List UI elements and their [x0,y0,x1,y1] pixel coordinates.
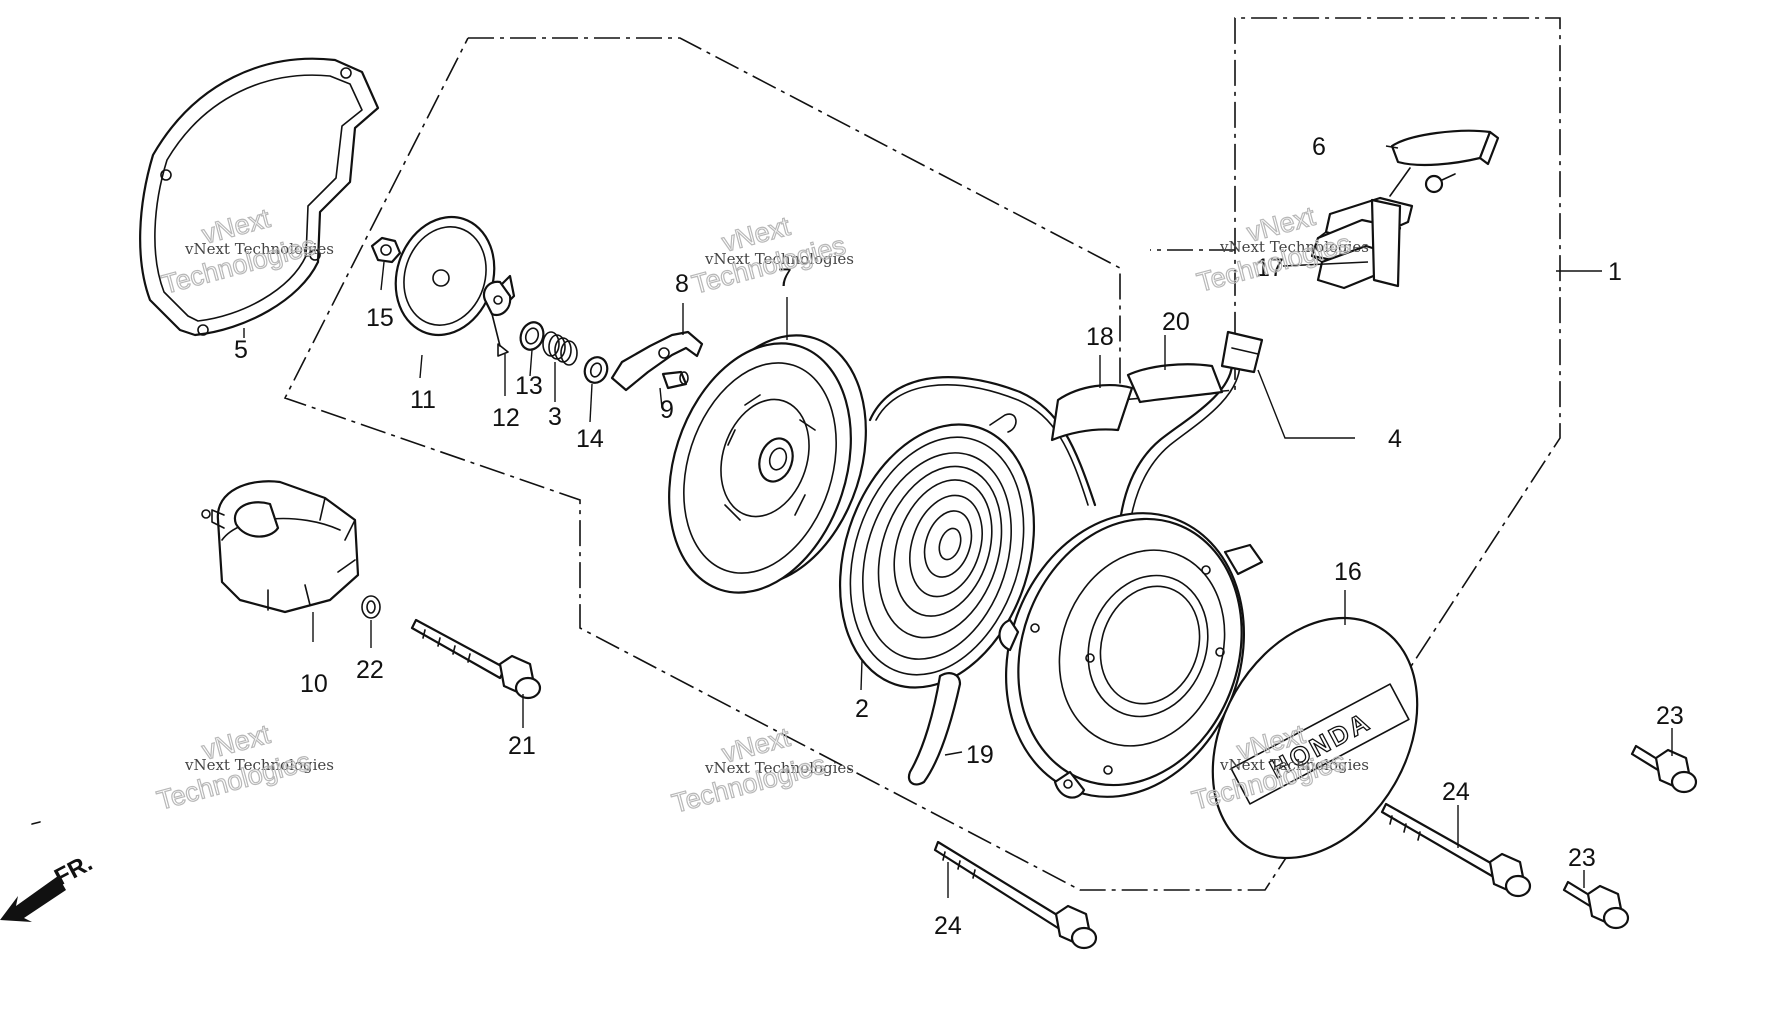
callout-8: 8 [675,270,689,298]
return-spring [542,331,578,366]
callout-24-upper: 24 [1442,778,1470,806]
short-bolt-lower [1562,880,1630,930]
watermark-line1: vNext Technologies [704,759,854,777]
callout-22: 22 [356,656,384,684]
callout-21: 21 [508,732,536,760]
callout-13: 13 [515,372,543,400]
watermark-line1: vNext Technologies [1219,238,1369,256]
callout-1: 1 [1608,258,1622,286]
callout-20: 20 [1162,308,1190,336]
assembly-boundary-lines [283,17,1561,891]
long-bolt-upper [1380,802,1532,898]
collar [583,356,609,384]
emblem-cover: HONDA [1211,616,1419,860]
callout-6: 6 [1312,133,1326,161]
callout-24-lower: 24 [934,912,962,940]
callout-10: 10 [300,670,328,698]
callout-3: 3 [548,403,562,431]
starter-rope [868,330,1264,544]
seal-strip [907,672,962,786]
starter-case [998,512,1264,799]
callout-23-upper: 23 [1656,702,1684,730]
instruction-label [1126,363,1224,404]
callout-16: 16 [1334,558,1362,586]
front-direction-arrow: FR. [0,821,97,922]
recoil-spring [838,413,1036,689]
callout-numbers: 1 2 3 4 5 6 7 8 9 10 11 12 13 14 15 16 1… [234,133,1684,940]
callout-5: 5 [234,336,248,364]
washer [361,595,381,619]
starter-handle [1310,167,1456,290]
ring [519,321,545,351]
short-bolt-upper [1630,744,1698,794]
callout-23-lower: 23 [1568,844,1596,872]
callout-19: 19 [966,741,994,769]
long-bolt-lower [933,840,1098,950]
handle-grip [1390,129,1500,167]
starter-reel [668,334,867,594]
ratchet [610,330,704,392]
friction-spring [482,274,516,357]
starter-pulley [201,480,360,614]
friction-plate [394,215,496,337]
caution-label [1050,384,1134,442]
callout-9: 9 [660,396,674,424]
callout-17: 17 [1256,254,1284,282]
leader-lines [243,145,1673,898]
ratchet-pin [661,370,689,390]
callout-14: 14 [576,425,604,453]
flange-nut [370,236,402,264]
watermark-line1: vNext Technologies [704,250,854,268]
callout-7: 7 [778,264,792,292]
flange-bolt [410,618,542,700]
callout-15: 15 [366,304,394,332]
watermark-line1: vNext Technologies [184,756,334,774]
watermark-line1: vNext Technologies [184,240,334,258]
gasket [139,57,380,337]
watermark-line1: vNext Technologies [1219,756,1369,774]
callout-12: 12 [492,404,520,432]
callout-2: 2 [855,695,869,723]
callout-11: 11 [410,386,436,414]
callout-18: 18 [1086,323,1114,351]
callout-4: 4 [1388,425,1402,453]
